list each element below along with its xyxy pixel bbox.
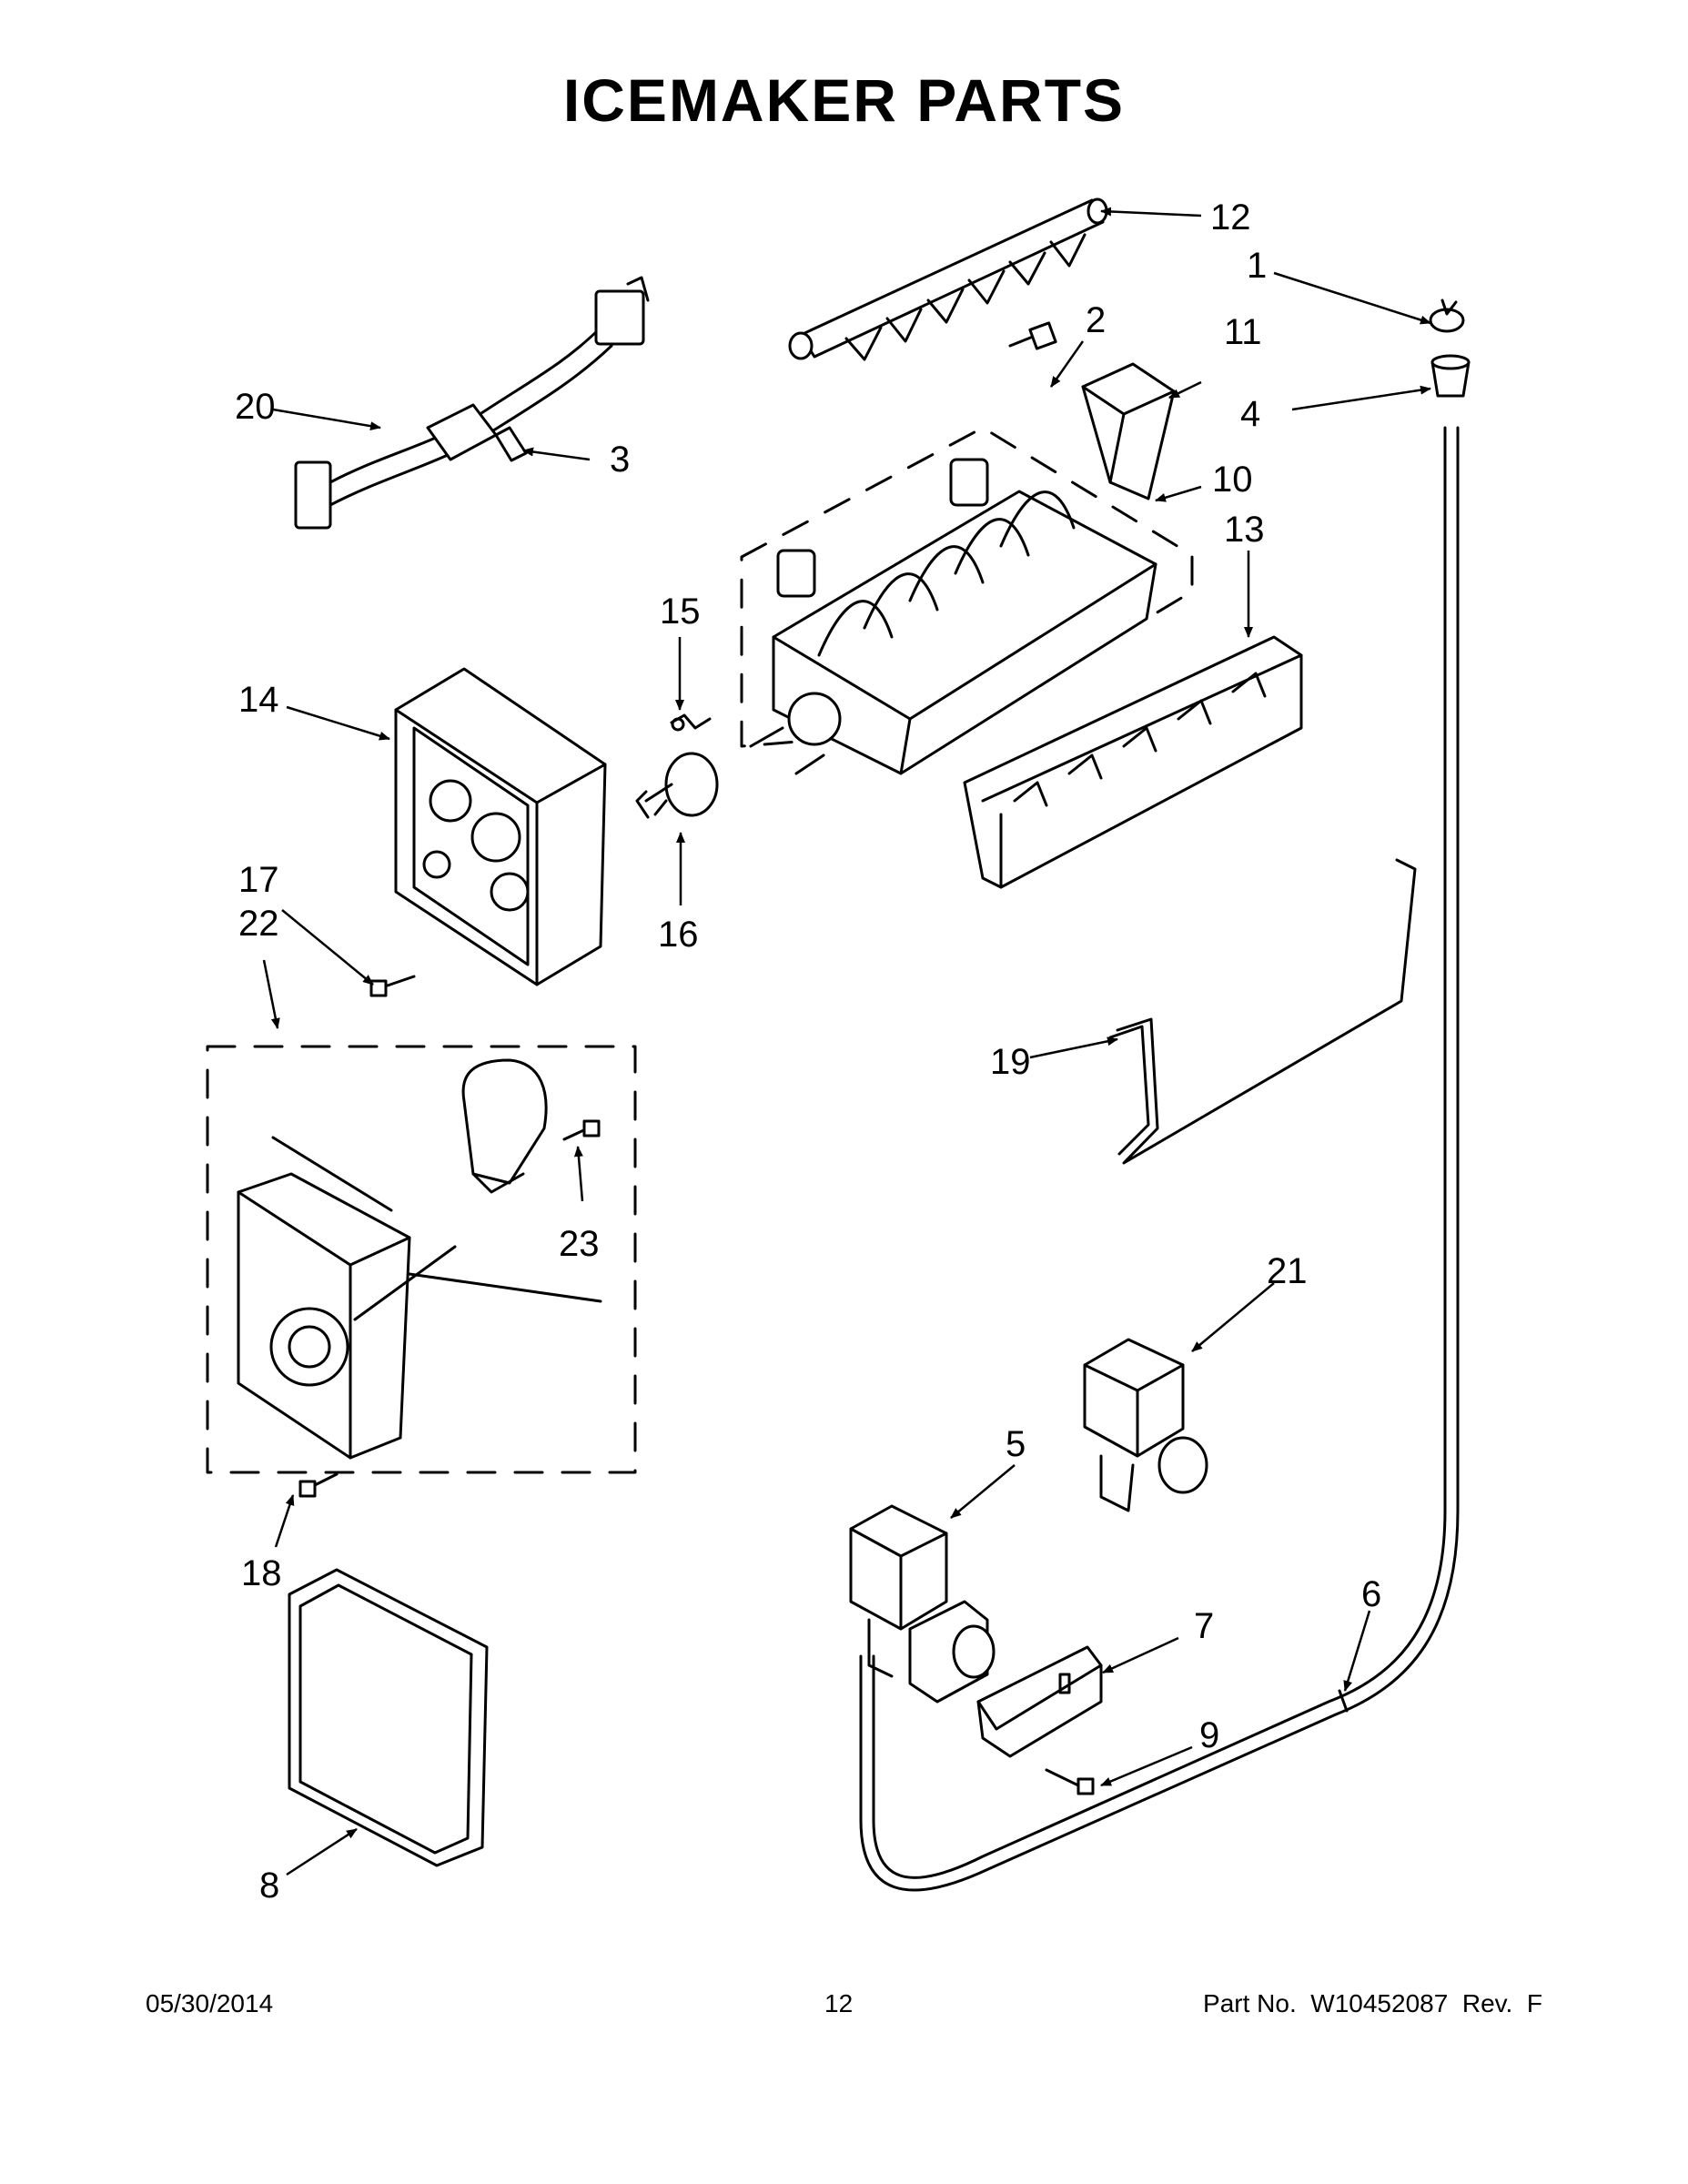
leader-3 xyxy=(522,447,591,461)
callout-2: 2 xyxy=(1086,300,1106,340)
callout-4: 4 xyxy=(1240,394,1260,434)
spring-part-15 xyxy=(670,713,712,732)
ejector-part-12 xyxy=(788,197,1108,361)
leader-11 xyxy=(1168,380,1202,399)
callout-6: 6 xyxy=(1361,1574,1381,1614)
ice-mold-part-10 xyxy=(740,426,1194,775)
callout-12: 12 xyxy=(1210,197,1251,238)
leader-22 xyxy=(262,959,280,1029)
screw-part-2 xyxy=(1008,321,1057,350)
leader-6 xyxy=(1343,1610,1371,1692)
callout-13: 13 xyxy=(1224,510,1265,550)
leader-9 xyxy=(1100,1745,1193,1787)
cam-part-16 xyxy=(635,752,719,819)
leader-12 xyxy=(1100,207,1202,217)
fitting-part-4 xyxy=(1430,354,1471,398)
callout-22: 22 xyxy=(238,904,279,944)
callout-11: 11 xyxy=(1224,312,1262,352)
leader-1 xyxy=(1273,271,1431,325)
water-tube-part-6 xyxy=(859,426,1460,1892)
screw-part-17 xyxy=(369,975,416,997)
bracket-part-7 xyxy=(976,1645,1103,1758)
screw-part-18 xyxy=(298,1472,339,1498)
water-valve-part-21 xyxy=(1083,1338,1208,1512)
leader-7 xyxy=(1102,1636,1179,1674)
leader-17 xyxy=(281,909,374,986)
leader-10 xyxy=(1155,485,1202,502)
callout-14: 14 xyxy=(238,680,279,720)
callout-15: 15 xyxy=(660,592,701,632)
leader-21 xyxy=(1191,1282,1275,1352)
leader-8 xyxy=(286,1827,358,1876)
screw-part-9 xyxy=(1045,1768,1095,1795)
stripper-part-13 xyxy=(963,635,1303,889)
leader-2 xyxy=(1049,340,1085,388)
motor-module-part-22 xyxy=(206,1045,637,1474)
callout-23: 23 xyxy=(559,1224,600,1264)
motor-housing-part-14 xyxy=(394,667,607,986)
callout-7: 7 xyxy=(1194,1606,1214,1646)
cover-part-8 xyxy=(288,1568,489,1867)
callout-17: 17 xyxy=(238,860,279,900)
motor-part-23 xyxy=(461,1058,601,1194)
callout-20: 20 xyxy=(235,387,276,427)
footer-date: 05/30/2014 xyxy=(146,1989,274,2017)
shutoff-arm-part-19 xyxy=(1108,858,1417,1165)
footer-part-number: Part No. W10452087 Rev. F xyxy=(1203,1989,1542,2017)
leader-23 xyxy=(573,1146,584,1202)
leader-14 xyxy=(286,705,390,741)
callout-5: 5 xyxy=(1006,1424,1026,1464)
callout-21: 21 xyxy=(1267,1251,1308,1291)
leader-18 xyxy=(274,1494,295,1548)
page-title: ICEMAKER PARTS xyxy=(562,66,1126,134)
leader-4 xyxy=(1291,385,1431,411)
water-valve-part-5 xyxy=(849,1504,996,1704)
leader-19 xyxy=(1029,1036,1118,1059)
callout-19: 19 xyxy=(990,1042,1031,1082)
fill-cup-part-11 xyxy=(1081,362,1176,500)
callout-8: 8 xyxy=(259,1866,279,1906)
callout-18: 18 xyxy=(241,1553,282,1593)
grommet-part-1 xyxy=(1429,298,1465,333)
callout-3: 3 xyxy=(610,440,630,480)
footer-page-number: 12 xyxy=(824,1989,854,2017)
leader-20 xyxy=(272,408,381,431)
callout-10: 10 xyxy=(1212,460,1253,500)
callout-16: 16 xyxy=(658,915,699,955)
callout-1: 1 xyxy=(1247,246,1267,286)
leader-5 xyxy=(950,1464,1016,1519)
callout-9: 9 xyxy=(1199,1715,1219,1755)
wire-harness-part-20 xyxy=(294,276,650,530)
clip-part-3 xyxy=(494,426,528,462)
